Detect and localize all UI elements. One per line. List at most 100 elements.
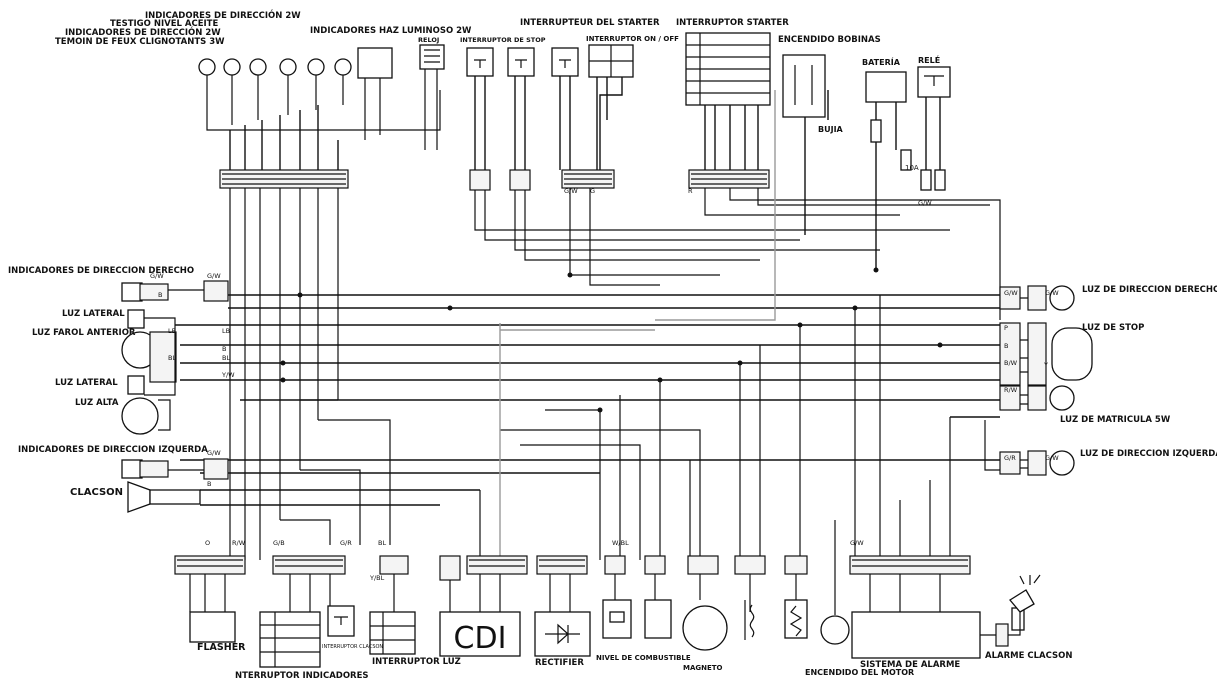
bottom-connectors [174, 520, 971, 615]
cdi-unit [439, 611, 521, 657]
indicator-switch [259, 611, 321, 668]
harness-bus [175, 90, 1001, 560]
label-rectifier: RECTIFIER [535, 658, 584, 668]
label-int-luz: INTERRUPTOR LUZ [372, 657, 461, 667]
dashboard-indicator-lamps [198, 44, 445, 79]
code-y-1: Y [1043, 361, 1048, 369]
code-yw-1: Y/W [221, 371, 235, 379]
code-b-2: B [222, 345, 226, 353]
label-haz-luminoso: INDICADORES HAZ LUMINOSO 2W [310, 26, 472, 36]
code-gw-1: G/W [207, 272, 221, 280]
code-gw-9: G/W [564, 187, 578, 195]
code-gw-8: G/W [918, 199, 932, 207]
label-flasher: FLASHER [197, 642, 246, 653]
label-alarme-clacson: ALARME CLACSON [985, 651, 1072, 661]
label-bateria: BATERÍA [862, 56, 901, 67]
code-gb-1: G/B [273, 539, 285, 547]
flasher-unit [189, 611, 236, 643]
code-gr-2: G/R [340, 539, 352, 547]
horn-switch [327, 605, 355, 637]
alarm-system [851, 611, 981, 659]
code-o-1: O [205, 539, 210, 547]
starter-switch [551, 47, 579, 77]
label-temoin: TEMOIN DE FEUX CLIGNOTANTS 3W [55, 37, 225, 47]
rectifier-unit [534, 611, 591, 657]
thermo-switch [644, 599, 672, 639]
lamp-wires-top [206, 69, 441, 170]
code-lb-2: LB [222, 327, 230, 335]
label-nivel-combustible: NIVEL DE COMBUSTIBLE [596, 654, 691, 662]
label-luz-farol: LUZ FAROL ANTERIOR [32, 328, 136, 338]
label-luz-dir-izq-right: LUZ DE DIRECCION IZQUERDA [1080, 449, 1217, 459]
label-luz-stop: LUZ DE STOP [1082, 323, 1144, 333]
thermal-sensor [784, 599, 808, 639]
code-gw-3: G/W [207, 449, 221, 457]
light-switch [369, 611, 416, 655]
on-off-switch [588, 44, 634, 78]
code-b-4: B [1004, 342, 1008, 350]
label-luz-lateral-2: LUZ LATERAL [55, 378, 118, 388]
code-rw-1: R/W [1004, 386, 1018, 394]
code-gw-2: G/W [150, 272, 164, 280]
component-labels: INDICADORES DE DIRECCIÓN 2W TESTIGO NIVE… [8, 9, 1217, 681]
fuel-level-sender [602, 599, 632, 639]
battery [865, 71, 907, 103]
code-gw-5: G/W [1045, 289, 1059, 297]
label-luz-matricula: LUZ DE MATRICULA 5W [1060, 415, 1171, 425]
code-g-1: G [590, 187, 595, 195]
label-ind-dir-2w-top: INDICADORES DE DIRECCIÓN 2W [145, 9, 301, 21]
code-b-3: B [207, 480, 211, 488]
alarm-horn [980, 574, 1041, 647]
label-luz-alta: LUZ ALTA [75, 398, 119, 408]
code-b-1: B [158, 291, 162, 299]
code-gw-6: G/W [1045, 454, 1059, 462]
label-int-stop: INTERRUPTOR DE STOP [460, 36, 546, 44]
label-luz-dir-derecho-right: LUZ DE DIRECCION DERECHO [1082, 285, 1217, 295]
code-bw-1: B/W [1004, 359, 1018, 367]
label-sistema-alarme: SISTEMA DE ALARME [860, 660, 960, 670]
label-rele: RELÉ [918, 54, 940, 65]
starter-motor [820, 615, 850, 645]
label-ind-dir-izq-left: INDICADORES DE DIRECCION IZQUERDA [18, 445, 208, 455]
label-reloj: RELOJ [418, 36, 439, 44]
junction-dots [280, 267, 943, 413]
code-wbl-1: W/BL [612, 539, 629, 547]
relay [917, 66, 951, 98]
stop-switch-1 [466, 47, 494, 77]
label-int-on-off: INTERRUPTOR ON / OFF [586, 35, 679, 43]
right-lamps [984, 285, 1093, 476]
code-gw-7: G/W [850, 539, 864, 547]
label-cdi: CDI [454, 621, 507, 656]
code-lb-1: LB [168, 327, 176, 335]
code-ybl-1: Y/BL [369, 574, 385, 582]
stop-switch-2 [507, 47, 535, 77]
label-int-starter: INTERRUPTOR STARTER [676, 18, 789, 28]
label-encendido-motor: ENCENDIDO DEL MOTOR [805, 668, 914, 677]
code-bl-2: BL [222, 354, 230, 362]
left-lamps [121, 280, 229, 480]
label-bujia: BUJIA [818, 125, 844, 134]
code-gw-4: G/W [1004, 289, 1018, 297]
label-int-clacson: INTERRUPTOR CLACSON [322, 644, 383, 650]
label-testigo-aceite: TESTIGO NIVEL ACEITE [110, 19, 218, 29]
label-ind-dir-derecho-left: INDICADORES DE DIRECCION DERECHO [8, 266, 194, 276]
label-int-indicadores: NTERRUPTOR INDICADORES [235, 671, 369, 681]
label-encendido-bobinas: ENCENDIDO BOBINAS [778, 35, 881, 45]
code-bl-3: BL [378, 539, 386, 547]
ignition-coil [782, 54, 826, 118]
label-luz-lateral-1: LUZ LATERAL [62, 309, 125, 319]
code-rw-2: R/W [232, 539, 246, 547]
code-bl-1: BL [168, 354, 176, 362]
magneto-unit [682, 600, 755, 651]
label-interrupteur-starter: INTERRUPTEUR DEL STARTER [520, 18, 660, 28]
code-p-1: P [1004, 324, 1008, 332]
label-ind-dir-2w-b: INDICADORES DE DIRECCIÓN 2W [65, 26, 221, 38]
label-clacson: CLACSON [70, 487, 123, 498]
code-gr-1: G/R [1004, 454, 1016, 462]
label-magneto: MAGNETO [683, 664, 723, 672]
horn [127, 481, 201, 513]
starter-switch-grid [685, 32, 771, 106]
label-fuse: 10A [905, 164, 919, 172]
code-r-1: R [688, 187, 693, 195]
